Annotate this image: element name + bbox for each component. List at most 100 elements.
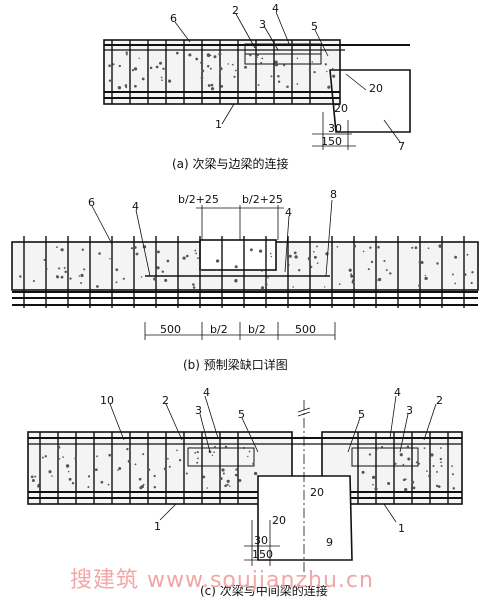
panel-c-label: 9: [326, 536, 333, 549]
aggregate-dot: [247, 455, 249, 458]
panel-c-label: 30: [254, 534, 268, 547]
aggregate-dot: [37, 485, 40, 488]
aggregate-dot: [55, 275, 59, 278]
aggregate-dot: [64, 270, 67, 274]
aggregate-dot: [313, 70, 316, 74]
aggregate-dot: [394, 462, 397, 466]
aggregate-dot: [178, 459, 182, 462]
aggregate-dot: [312, 250, 315, 253]
aggregate-dot: [454, 255, 458, 259]
aggregate-dot: [338, 283, 341, 285]
aggregate-dot: [176, 449, 178, 452]
aggregate-dot: [377, 277, 382, 282]
aggregate-dot: [60, 248, 64, 252]
aggregate-dot: [37, 483, 40, 486]
aggregate-dot: [87, 475, 91, 478]
aggregate-dot: [118, 467, 122, 470]
aggregate-dot: [405, 478, 407, 480]
aggregate-dot: [367, 268, 370, 271]
aggregate-dot: [43, 258, 46, 261]
aggregate-dot: [41, 456, 44, 459]
aggregate-dot: [140, 485, 144, 489]
aggregate-dot: [133, 67, 138, 71]
aggregate-dot: [324, 63, 327, 66]
aggregate-dot: [412, 486, 416, 490]
aggregate-dot: [426, 470, 428, 473]
aggregate-dot: [331, 67, 334, 70]
aggregate-dot: [131, 69, 135, 72]
aggregate-dot: [264, 283, 268, 286]
aggregate-dot: [308, 68, 311, 71]
aggregate-dot: [200, 61, 204, 65]
aggregate-dot: [399, 453, 403, 457]
aggregate-dot: [336, 245, 339, 248]
aggregate-dot: [327, 85, 331, 89]
aggregate-dot: [67, 470, 70, 473]
panel-a-label: 20: [369, 82, 383, 95]
aggregate-dot: [411, 246, 414, 249]
panel-c-label: 1: [154, 520, 161, 533]
aggregate-dot: [126, 447, 129, 451]
aggregate-dot: [256, 53, 260, 57]
aggregate-dot: [436, 262, 439, 265]
aggregate-dot: [58, 267, 61, 270]
panel-b-dim: b/2: [248, 323, 266, 336]
aggregate-dot: [261, 57, 264, 60]
aggregate-dot: [313, 255, 317, 259]
panel-b-label: 4: [132, 200, 139, 213]
aggregate-dot: [192, 283, 195, 286]
aggregate-dot: [198, 263, 201, 266]
panel-c-label: 20: [272, 514, 286, 527]
aggregate-dot: [402, 478, 406, 482]
aggregate-dot: [206, 487, 208, 489]
panel-c-label: 3: [406, 404, 413, 417]
aggregate-dot: [94, 468, 98, 472]
aggregate-dot: [411, 480, 415, 484]
aggregate-dot: [353, 285, 355, 287]
aggregate-dot: [255, 56, 258, 59]
aggregate-dot: [108, 79, 112, 82]
aggregate-dot: [248, 450, 251, 453]
aggregate-dot: [192, 286, 196, 289]
aggregate-dot: [215, 268, 218, 271]
aggregate-dot: [252, 462, 255, 466]
aggregate-dot: [60, 275, 64, 279]
aggregate-dot: [44, 455, 47, 458]
panel-a-label: 30: [328, 122, 342, 135]
panel-b-dim: b/2: [210, 323, 228, 336]
aggregate-dot: [222, 472, 225, 475]
aggregate-dot: [197, 457, 199, 460]
aggregate-dot: [117, 469, 119, 471]
aggregate-dot: [316, 262, 319, 264]
aggregate-dot: [48, 470, 52, 474]
aggregate-dot: [213, 55, 217, 59]
aggregate-dot: [231, 63, 234, 66]
panel-a-drawing: 6 2 3 4 5 20 20 1 30 150 7: [103, 2, 411, 153]
aggregate-dot: [439, 447, 442, 449]
aggregate-dot: [371, 475, 376, 480]
caption-b: (b) 预制梁缺口详图: [183, 358, 288, 372]
panel-c-label: 4: [203, 386, 210, 399]
aggregate-dot: [385, 269, 388, 271]
panel-a-label: 4: [272, 2, 279, 15]
aggregate-dot: [407, 457, 411, 461]
panel-c-label: 150: [252, 548, 273, 561]
aggregate-dot: [210, 83, 214, 87]
aggregate-dot: [19, 275, 22, 278]
aggregate-dot: [34, 475, 37, 478]
aggregate-dot: [147, 468, 151, 471]
aggregate-dot: [63, 266, 66, 269]
aggregate-dot: [307, 257, 311, 261]
aggregate-dot: [235, 468, 238, 471]
aggregate-dot: [134, 84, 137, 88]
aggregate-dot: [277, 75, 280, 78]
aggregate-dot: [162, 67, 165, 71]
aggregate-dot: [415, 461, 418, 464]
aggregate-dot: [109, 257, 111, 260]
aggregate-dot: [253, 471, 258, 476]
aggregate-dot: [71, 482, 75, 485]
aggregate-dot: [454, 282, 457, 285]
aggregate-dot: [402, 463, 405, 466]
aggregate-dot: [100, 480, 104, 484]
